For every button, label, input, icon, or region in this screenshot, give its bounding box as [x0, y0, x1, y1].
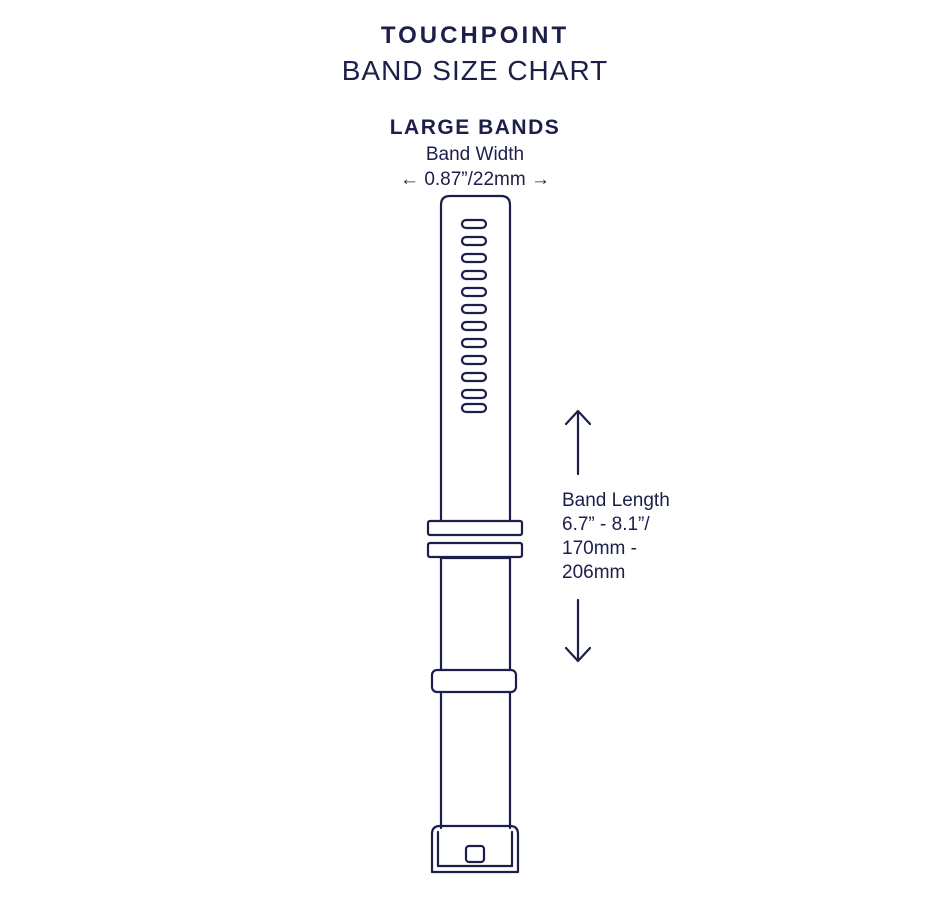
- strap-holes: [460, 218, 488, 414]
- page-title: BAND SIZE CHART: [341, 55, 609, 86]
- band-length-block: Band Length 6.7” - 8.1”/ 170mm - 206mm: [562, 489, 670, 585]
- band-width-measurement: 0.87”/22mm: [424, 169, 526, 190]
- connector-bar-upper: [426, 519, 524, 537]
- band-length-line-2: 170mm -: [562, 538, 637, 559]
- band-length-label: Band Length: [562, 490, 670, 511]
- keeper-loop: [430, 668, 518, 694]
- right-arrow-icon: →: [530, 169, 550, 190]
- buckle: [430, 824, 520, 874]
- band-width-value: ← 0.87”/22mm →: [0, 169, 950, 191]
- band-width-label: Band Width: [425, 144, 525, 165]
- band-length-line-3: 206mm: [562, 562, 626, 583]
- band-length-line-1: 6.7” - 8.1”/: [562, 514, 650, 535]
- left-arrow-icon: ←: [400, 169, 420, 190]
- upper-strap: [439, 194, 512, 522]
- lower-strap: [439, 556, 512, 830]
- section-heading: LARGE BANDS: [389, 116, 561, 139]
- buckle-prong: [464, 844, 486, 864]
- brand-logo: TOUCHPOINT: [380, 22, 570, 49]
- connector-bar-lower: [426, 541, 524, 559]
- length-arrow-icon: [564, 409, 592, 663]
